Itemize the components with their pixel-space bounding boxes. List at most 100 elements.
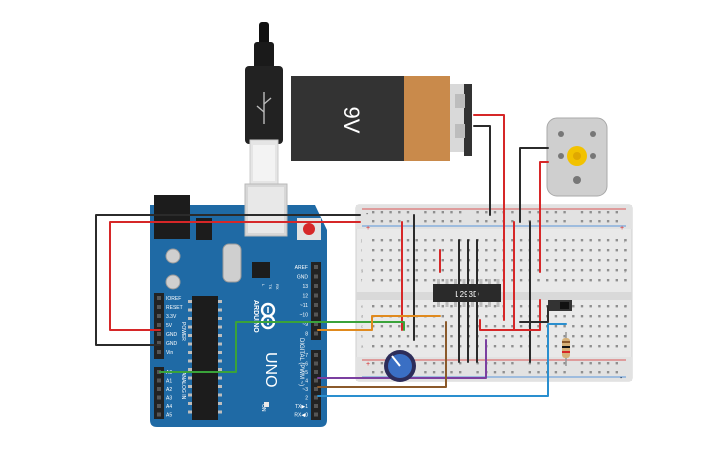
pin-label: RX◀0 [294, 413, 308, 419]
wire-green-a0 [159, 321, 405, 373]
motor-gear-icon [567, 146, 587, 166]
on-label: ON [260, 404, 266, 412]
pin-label: ~11 [300, 303, 308, 309]
breadboard-row-letter: g [624, 268, 626, 273]
crystal [222, 243, 242, 283]
pin-label: RESET [166, 305, 183, 311]
wire-battery-positive [473, 114, 505, 321]
arduino-brand: ARDUINO [252, 300, 259, 333]
wire-gnd-rail [95, 214, 361, 346]
pin-label: 3.3V [166, 314, 177, 320]
wire-purple-d3 [317, 339, 487, 379]
pin-label: ~3 [302, 387, 308, 393]
pin-label: 2 [305, 396, 308, 402]
pin-label: A1 [166, 379, 172, 385]
wire-brown-d4 [317, 321, 447, 388]
breadboard-row-letter: a [624, 344, 627, 349]
digital-pin-labels-bottom: 7 ~6 ~5 4 ~3 2TX▶1RX◀0 [294, 353, 308, 419]
jumper-red-4 [479, 299, 541, 331]
breadboard-row-letter: c [361, 324, 363, 329]
pin-label: A5 [166, 413, 172, 419]
usb-cable [245, 22, 283, 185]
analog-header [154, 367, 164, 419]
wire-orange-d9 [317, 315, 441, 331]
atmega-chip [192, 296, 218, 420]
tx-label: TX [268, 284, 273, 289]
rail-plus-label-right: + [620, 225, 624, 232]
pin-label: A4 [166, 404, 172, 410]
breadboard-row-letter: h [361, 258, 363, 263]
battery-9v: 9V [291, 76, 472, 161]
jumper-black-6 [519, 305, 549, 323]
usb-icon [256, 92, 272, 124]
pin-label: GND [166, 332, 178, 338]
breadboard-row-letter: d [624, 314, 626, 319]
breadboard-row-letter: c [624, 324, 626, 329]
pin-label: A2 [166, 387, 172, 393]
breadboard-row-letter: h [624, 258, 626, 263]
breadboard-row-letter: b [361, 334, 364, 339]
pin-label: ~10 [300, 313, 309, 319]
pin-label: 12 [302, 294, 308, 300]
atmega-chip-legs [188, 300, 222, 414]
pin-label: AREF [295, 265, 308, 271]
breadboard-row-letter: b [624, 334, 627, 339]
pin-label: GND [297, 275, 309, 281]
wire-blue-d2 [317, 323, 567, 397]
arduino-model: UNO [262, 352, 279, 388]
pin-label: 13 [302, 284, 308, 290]
dc-motor [546, 117, 608, 197]
breadboard-row-letter: g [361, 268, 363, 273]
breadboard-row-letter: i [624, 248, 625, 253]
reset-button[interactable] [303, 223, 315, 235]
rx-label: RX [275, 284, 280, 290]
analog-title: ANALOG IN [180, 372, 186, 400]
pin-label: 7 [305, 353, 308, 359]
pin-label: ~6 [302, 362, 308, 368]
battery-label: 9V [339, 107, 364, 134]
breadboard-row-letter: j [360, 238, 362, 243]
pin-label: TX▶1 [295, 404, 308, 410]
pin-label: 5V [166, 323, 173, 329]
slide-switch[interactable] [548, 300, 572, 311]
rail-plus-label-bottom: + [366, 361, 370, 368]
pin-label: A3 [166, 396, 172, 402]
power-pin-labels: IOREF RESET 3.3V 5V GND GND Vin [166, 296, 183, 356]
digital-header-top [311, 262, 321, 340]
pin-label: ~5 [302, 370, 308, 376]
breadboard-row-letter: e [361, 304, 364, 309]
digital-title: DIGITAL (PWM ~) [298, 338, 304, 386]
power-jack [154, 195, 190, 239]
breadboard-row-letter: d [361, 314, 363, 319]
breadboard-row-letter: e [624, 304, 627, 309]
wire-5v-rail [109, 221, 361, 331]
wire-battery-negative [473, 125, 491, 216]
rail-minus-label-bottom: - [620, 375, 623, 382]
breadboard-row-letter: i [361, 248, 362, 253]
breadboard-row-letter: f [361, 278, 363, 283]
pin-label: 8 [305, 332, 308, 338]
resistor [562, 332, 570, 366]
rail-plus-label-top: + [366, 225, 370, 232]
wires [95, 114, 567, 397]
rail-minus-label-top: - [366, 211, 369, 218]
l-label: L [261, 284, 266, 287]
breadboard-row-letter: j [623, 238, 625, 243]
power-title: POWER [180, 322, 186, 341]
breadboard-row-letter: a [361, 344, 364, 349]
potentiometer[interactable] [384, 350, 416, 382]
pin-label: IOREF [166, 296, 181, 302]
pin-label: GND [166, 341, 178, 347]
breadboard-row-letter: f [624, 278, 626, 283]
pin-label: 4 [305, 379, 308, 385]
digital-pin-labels-top: AREF GND 13 12 ~11 ~10 ~9 8 [295, 265, 309, 338]
arduino-uno-board: AREF GND 13 12 ~11 ~10 ~9 8 7 ~6 ~5 4 ~3 2TX▶1RX◀0 I… [150, 183, 327, 427]
digital-header-bottom [311, 350, 321, 420]
pin-label: Vin [166, 350, 173, 356]
header-holes [157, 265, 318, 417]
wire-motor-red [539, 161, 549, 273]
wire-motor-black [519, 147, 549, 223]
pin-label: ~9 [302, 322, 308, 328]
